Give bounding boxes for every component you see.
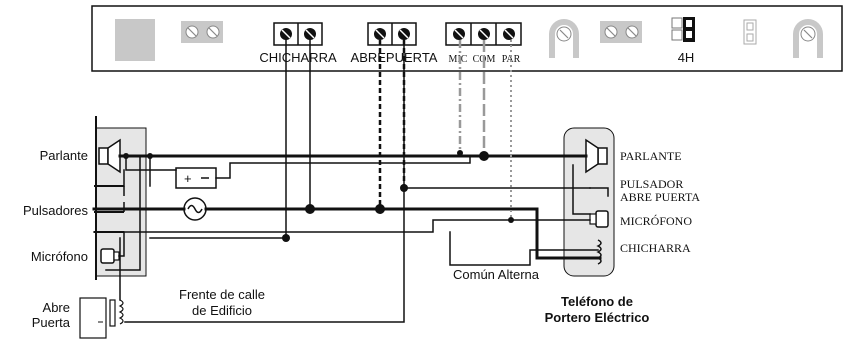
- unused-terminal-pair-right: [600, 21, 642, 43]
- label-phone-title-line2: Portero Eléctrico: [545, 310, 650, 325]
- junction-dots: [123, 150, 514, 242]
- label-chicharra-phone: CHICHARRA: [620, 241, 691, 255]
- label-chicharra: CHICHARRA: [259, 50, 337, 65]
- terminal-abrepuerta: [367, 22, 417, 46]
- label-mic: MIC: [449, 54, 468, 65]
- unused-terminal-pair-left: [181, 21, 223, 43]
- terminal-mic-com-par: [445, 22, 522, 46]
- transformer-icon-2: [793, 19, 823, 58]
- terminal-chicharra: [273, 22, 323, 46]
- phone-unit-box: [563, 127, 615, 277]
- door-opener-plate: [109, 299, 116, 327]
- label-4h: 4H: [678, 50, 695, 65]
- jumper-4h-icon: [671, 17, 695, 42]
- microphone-icon-street: [100, 248, 120, 264]
- label-pulsadores: Pulsadores: [23, 203, 89, 218]
- label-abre: Abre: [43, 300, 70, 315]
- label-parlante-phone: PARLANTE: [620, 149, 682, 163]
- dashed-wires: [378, 40, 512, 220]
- label-parlante-street: Parlante: [40, 148, 88, 163]
- speaker-icon-phone: [585, 138, 608, 174]
- svg-text:+: +: [184, 171, 192, 186]
- jumper-empty-icon: [743, 19, 757, 45]
- label-par: PAR: [502, 54, 521, 65]
- transformer-icon: [549, 19, 579, 58]
- microphone-icon-phone: [589, 210, 609, 228]
- label-pulsador-line2: ABRE PUERTA: [620, 190, 700, 204]
- ac-source-icon: [183, 197, 207, 221]
- label-microfono-street: Micrófono: [31, 249, 88, 264]
- label-puerta: Puerta: [32, 315, 71, 330]
- panel-gray-block: [115, 19, 155, 61]
- buzzer-coil-icon: [596, 239, 602, 265]
- label-abrepuerta: ABREPUERTA: [351, 50, 438, 65]
- battery-icon: +: [175, 167, 217, 189]
- label-frente-line2: de Edificio: [192, 303, 252, 318]
- speaker-icon-street: [98, 138, 121, 174]
- door-opener-coil-icon: [118, 299, 124, 325]
- door-opener-box: [79, 297, 107, 339]
- label-frente-line1: Frente de calle: [179, 287, 265, 302]
- label-pulsador-line1: PULSADOR: [620, 177, 683, 191]
- label-microfono-phone: MICRÓFONO: [620, 214, 692, 228]
- label-comun-alterna: Común Alterna: [453, 267, 540, 282]
- label-phone-title-line1: Teléfono de: [561, 294, 633, 309]
